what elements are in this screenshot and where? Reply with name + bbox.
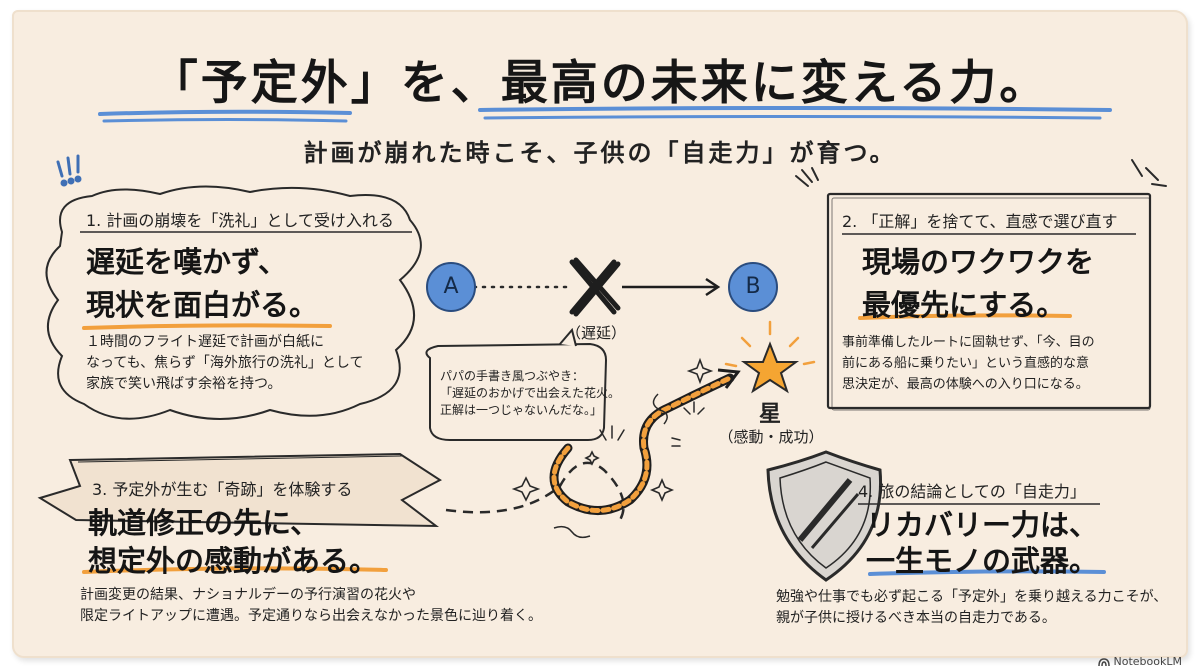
section1-body-line: １時間のフライト遅延で計画が白紙に: [86, 334, 324, 350]
node-b: B: [728, 262, 778, 312]
exclamation-icon: [56, 154, 82, 187]
section4-highlight: [868, 569, 1106, 576]
section1-highlight: [82, 323, 332, 330]
node-a: A: [426, 262, 476, 312]
section1-body-line: 家族で笑い飛ばす余裕を持つ。: [86, 376, 282, 392]
brand-name: NotebookLM: [1113, 655, 1182, 668]
page-subtitle: 計画が崩れた時こそ、子供の「自走力」が育つ。: [303, 139, 897, 167]
section1-body: １時間のフライト遅延で計画が白紙に なっても、焦らず「海外旅行の洗礼」として 家…: [86, 332, 363, 395]
section1-body-line: なっても、焦らず「海外旅行の洗礼」として: [86, 355, 364, 371]
section1-headline-2: 現状を面白がる。: [86, 288, 319, 322]
journey-arrowhead: [717, 368, 741, 389]
section4-headline-2: 一生モノの武器。: [866, 544, 1099, 578]
section3-title: 3. 予定外が生む「奇跡」を体験する: [92, 480, 353, 499]
title-underline-right: [478, 106, 1112, 112]
section1-cloud-frame: [45, 185, 422, 420]
section1-title: 1. 計画の崩壊を「洗礼」として受け入れる: [86, 211, 394, 230]
section2-body-line: 事前準備したルートに固執せず、「今、目の: [842, 335, 1095, 350]
section4-title: 4. 旅の結論としての「自走力」: [858, 482, 1086, 501]
dashed-journey-path: [445, 461, 625, 521]
section3-body-line: 計画変更の結果、ナショナルデーの予行演習の花火や: [80, 587, 416, 603]
burst-lines-icon: [599, 401, 705, 447]
section4-body-line: 勉強や仕事でも必ず起こる「予定外」を乗り越える力こそが、: [776, 589, 1168, 605]
title-underline-left: [98, 109, 352, 116]
title-underline-right-2: [483, 115, 1102, 120]
spark-lines-icon: [795, 159, 1167, 187]
section2-headline-2: 最優先にする。: [862, 288, 1066, 322]
section2-title: 2. 「正解」を捨てて、直感で選び直す: [842, 212, 1118, 231]
section2-highlight: [858, 313, 1072, 320]
section3-headline-2: 想定外の感動がある。: [88, 544, 379, 578]
title-underline-left-2: [102, 118, 348, 123]
cross-icon: [569, 257, 621, 317]
star-label: 星: [758, 402, 781, 427]
delay-label: （遅延）: [565, 324, 626, 342]
section2-body: 事前準備したルートに固執せず、「今、目の 前にある船に乗りたい」という直感的な意…: [842, 332, 1095, 395]
star-icon: [740, 341, 800, 394]
shield-icon: [766, 450, 883, 582]
section4-body-line: 親が子供に授けるべき本当の自走力である。: [776, 610, 1056, 626]
notebooklm-icon: [1097, 657, 1110, 666]
sparkle-icon: [511, 357, 714, 503]
speech-bubble-text: パパの手書き風つぶやき： 「遅延のおかげで出会えた花火。 正解は一つじゃないんだ…: [440, 368, 620, 419]
section3-ribbon: [37, 452, 442, 528]
page-title: 「予定外」を、最高の未来に変える力。: [150, 56, 1050, 111]
section3-body: 計画変更の結果、ナショナルデーの予行演習の花火や 限定ライトアップに遭遇。予定通…: [80, 585, 542, 627]
brand-logo: NotebookLM: [1097, 655, 1182, 668]
section2-headline-1: 現場のワクワクを: [862, 245, 1095, 279]
section3-headline-1: 軌道修正の先に、: [88, 506, 320, 540]
star-rays-icon: [724, 320, 816, 368]
section1-headline-1: 遅延を嘆かず、: [86, 245, 287, 279]
section3-body-line: 限定ライトアップに遭遇。予定通りなら出会えなかった景色に辿り着く。: [80, 608, 542, 624]
section3-highlight: [82, 566, 388, 574]
speech-bubble-line: パパの手書き風つぶやき：: [440, 369, 585, 383]
section2-body-line: 前にある船に乗りたい」という直感的な意: [842, 356, 1090, 371]
speech-bubble: [425, 342, 608, 441]
section2-body-line: 思決定が、最高の体験への入り口になる。: [842, 377, 1089, 392]
section4-body: 勉強や仕事でも必ず起こる「予定外」を乗り越える力こそが、 親が子供に授けるべき本…: [776, 587, 1167, 629]
speech-bubble-line: 正解は一つじゃないんだな。」: [440, 403, 603, 417]
section4-headline-1: リカバリー力は、: [866, 508, 1099, 542]
speech-bubble-line: 「遅延のおかげで出会えた花火。: [440, 386, 621, 400]
star-sublabel: （感動・成功）: [718, 428, 824, 446]
